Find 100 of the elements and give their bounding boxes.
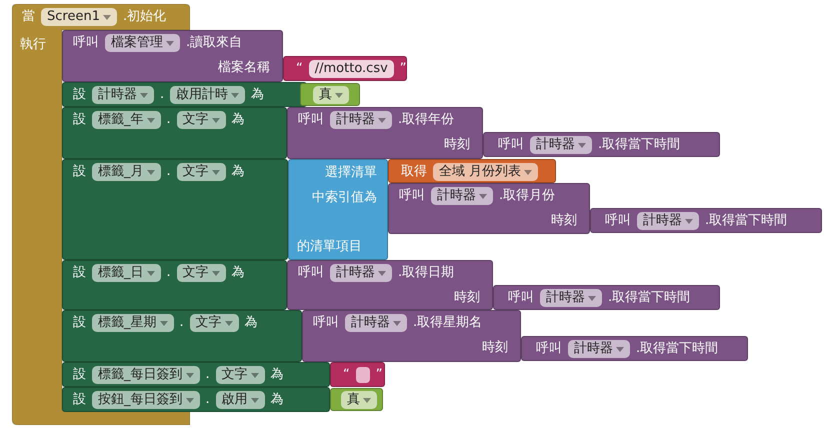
block-label: .	[206, 391, 210, 409]
dropdown: 標籤_每日簽到	[92, 366, 200, 384]
block-label: “	[343, 366, 350, 384]
dropdown: 文字	[176, 163, 226, 181]
dropdown: 啟用計時	[170, 86, 246, 104]
block-label: .取得月份	[499, 187, 556, 205]
dropdown: 文字	[190, 314, 239, 332]
block-label: .取得日期	[398, 264, 454, 282]
property-setter-block	[62, 310, 302, 362]
dropdown: 標籤_星期	[92, 314, 174, 332]
block-label: .	[160, 86, 164, 104]
block-label: 執行	[20, 36, 46, 54]
block-label: .取得星期名	[413, 314, 482, 332]
dropdown: 真	[341, 391, 377, 409]
dropdown: 計時器	[330, 264, 392, 282]
block-label: 時刻	[444, 136, 470, 154]
block-label: 呼叫	[605, 212, 631, 230]
block-label: 為	[251, 86, 264, 104]
method-call-block	[483, 132, 720, 157]
method-call-block	[521, 336, 748, 361]
block-label: .讀取來自	[186, 34, 242, 52]
block-label: 為	[270, 391, 284, 409]
text-string-block	[330, 362, 385, 387]
block-label: 呼叫	[73, 34, 99, 52]
method-call-block	[388, 183, 590, 234]
block-label: .	[206, 366, 210, 384]
block-label: .取得當下時間	[608, 289, 690, 307]
block-label: .取得當下時間	[636, 340, 718, 358]
block-label: ”	[376, 366, 382, 384]
boolean-block	[300, 83, 360, 106]
block-label: .取得當下時間	[598, 136, 680, 154]
method-call-block	[287, 107, 483, 159]
dropdown: 計時器	[637, 212, 699, 230]
dropdown: 標籤_日	[92, 264, 160, 282]
method-call-block	[590, 208, 822, 233]
block-label: 呼叫	[298, 264, 324, 282]
property-setter-block	[62, 387, 330, 412]
dropdown: 檔案管理	[105, 34, 180, 52]
block-label: 中索引值為	[312, 189, 377, 207]
property-setter-block	[62, 362, 330, 387]
dropdown: 計時器	[530, 136, 592, 154]
method-call-block	[302, 310, 521, 362]
block-label: 為	[232, 264, 245, 282]
method-call-block	[287, 260, 493, 310]
block-label: 呼叫	[536, 340, 562, 358]
block-label: 為	[232, 111, 245, 129]
block-label: 選擇清單	[325, 164, 377, 182]
block-label: 時刻	[551, 212, 577, 230]
text-field: //motto.csv	[308, 60, 394, 78]
variable-getter-block	[388, 159, 556, 183]
block-label: .	[166, 264, 171, 282]
dropdown: 文字	[176, 264, 226, 282]
block-label: 時刻	[454, 289, 480, 307]
block-label: 的清單項目	[297, 238, 362, 256]
block-label: 設	[73, 111, 86, 129]
dropdown: 計時器	[92, 86, 154, 104]
property-setter-block	[62, 260, 287, 310]
block-label: .	[166, 111, 171, 129]
dropdown: Screen1	[41, 8, 117, 26]
dropdown: 計時器	[431, 187, 493, 205]
block-label: 呼叫	[508, 289, 534, 307]
block-label: “	[296, 60, 303, 78]
block-label: 為	[270, 366, 284, 384]
dropdown: 計時器	[540, 289, 602, 307]
block-label: .	[166, 163, 171, 181]
block-label: 設	[73, 86, 86, 104]
block-label: .取得當下時間	[705, 212, 788, 230]
block-label: .	[180, 314, 184, 332]
block-label: 設	[73, 264, 86, 282]
dropdown: 計時器	[330, 111, 392, 129]
dropdown: 計時器	[568, 340, 630, 358]
block-label: 呼叫	[399, 187, 425, 205]
block-label: 檔案名稱	[218, 59, 270, 77]
property-setter-block	[62, 159, 288, 260]
block-label: 設	[73, 314, 86, 332]
list-select-block	[288, 159, 388, 260]
property-setter-block	[62, 82, 307, 107]
dropdown: 啟用	[216, 391, 265, 409]
dropdown: 文字	[216, 366, 265, 384]
block-label: ”	[400, 60, 407, 78]
dropdown: 計時器	[345, 314, 407, 332]
dropdown: 標籤_年	[92, 111, 160, 129]
block-label: 為	[244, 314, 258, 332]
dropdown: 按鈕_每日簽到	[92, 391, 200, 409]
dropdown: 文字	[176, 111, 226, 129]
block-label: 呼叫	[498, 136, 524, 154]
text-string-block	[283, 56, 407, 81]
dropdown: 標籤_月	[92, 163, 160, 181]
block-label: .取得年份	[398, 111, 454, 129]
block-label: 時刻	[482, 339, 508, 357]
block-label: 設	[73, 366, 86, 384]
boolean-block	[330, 388, 383, 411]
dropdown: 真	[313, 86, 349, 104]
block-label: 設	[73, 163, 86, 181]
dropdown: 全域 月份列表	[433, 163, 538, 181]
method-call-block	[62, 30, 283, 82]
block-label: .初始化	[122, 8, 166, 26]
method-call-block	[493, 285, 720, 310]
block-label: 取得	[401, 163, 427, 181]
block-label: 當	[22, 8, 35, 26]
